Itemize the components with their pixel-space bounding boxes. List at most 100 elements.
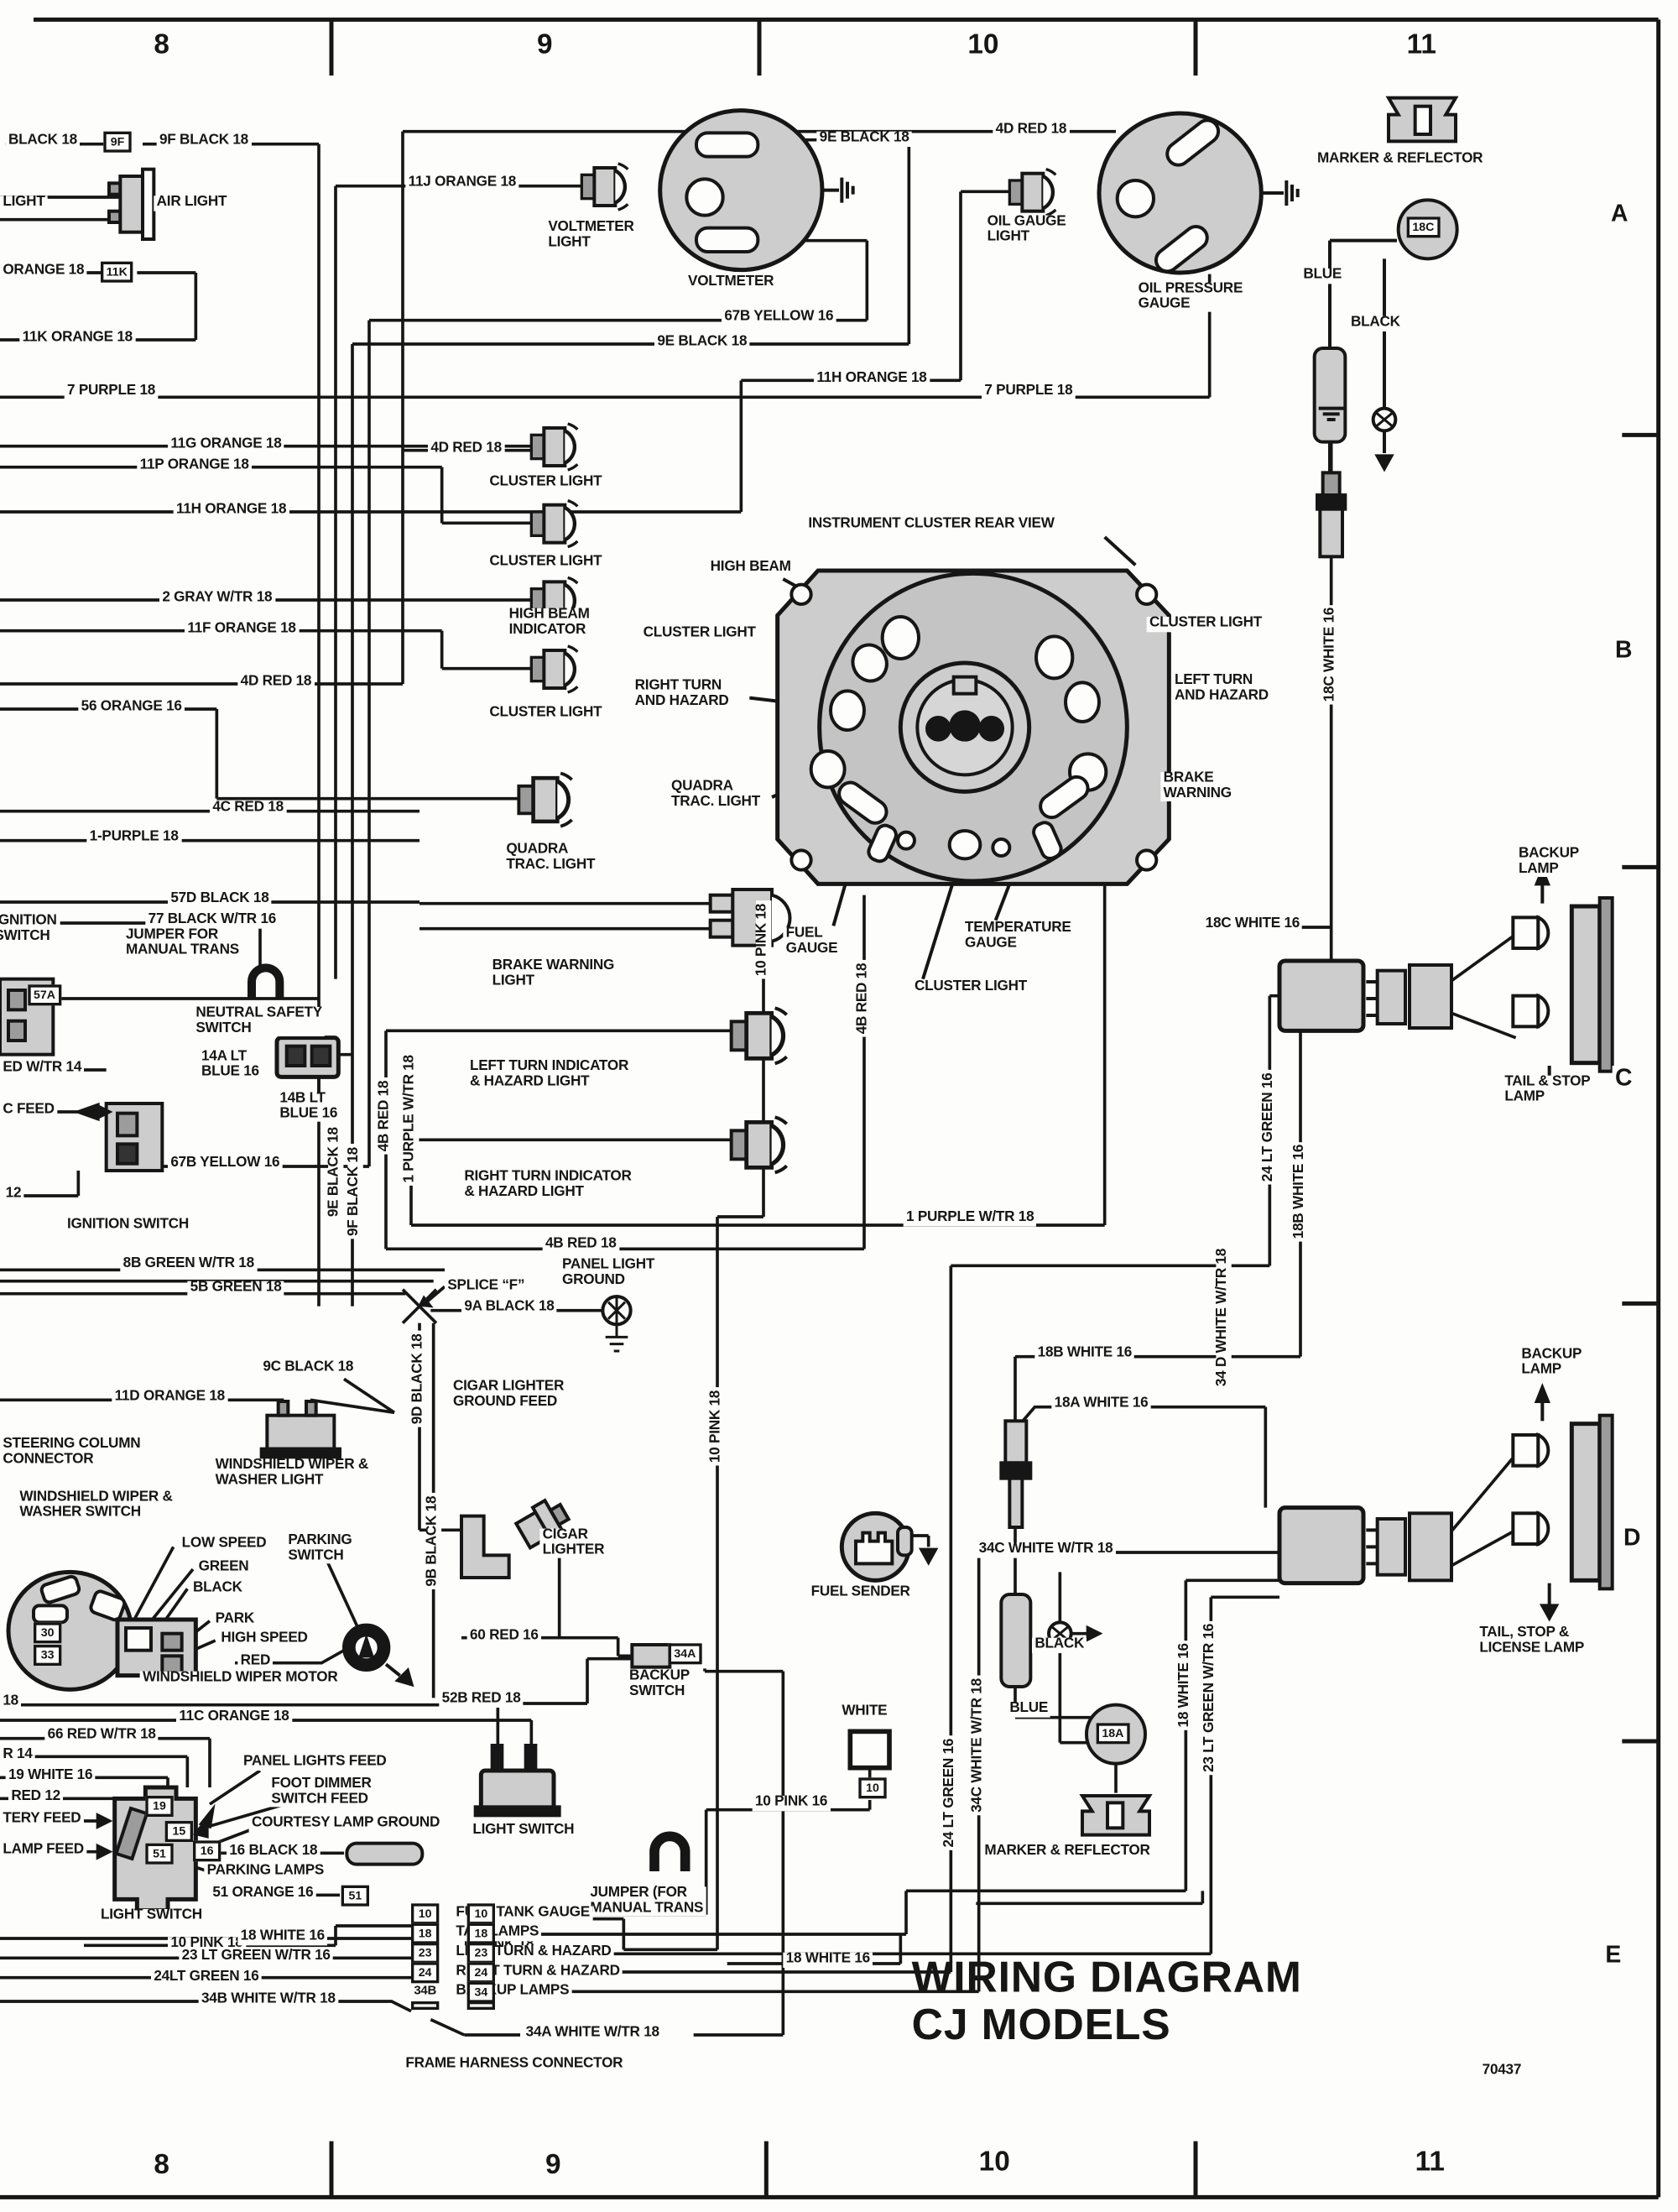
wire-77-black-wtr-16: 77 BLACK W/TR 16 [145,912,279,929]
white-connector [847,1729,892,1771]
wire-7-purple-18-right: 7 PURPLE 18 [982,383,1076,400]
wire-66-red-wtr-18: 66 RED W/TR 18 [44,1728,159,1744]
cluster-light-label-cr: CLUSTER LIGHT [1146,616,1265,632]
diagram-title-line1: WIRING DIAGRAM [911,1952,1302,2002]
tag-frame-r-10: 10 [466,1903,496,1924]
wire-18c-white-16-h: 18C WHITE 16 [1202,916,1303,933]
light-switch-label-left: LIGHT SWITCH [97,1908,206,1924]
frame-tag-34b: 34B [411,1984,440,1998]
parking-switch-label: PARKING SWITCH [285,1533,355,1565]
vlabel-4b-red-18-upper: 4B RED 18 [855,960,872,1037]
vlabel-9b-black-18: 9B BLACK 18 [425,1493,441,1589]
ignition-switch-label-low: IGNITION SWITCH [64,1217,192,1234]
marker-reflector-label-top: MARKER & REFLECTOR [1314,151,1486,168]
tag-16: 16 [193,1840,221,1861]
fusible-link-16 [345,1841,425,1866]
instrument-cluster-title: INSTRUMENT CLUSTER REAR VIEW [805,516,1058,533]
wire-11j-orange-18: 11J ORANGE 18 [405,175,519,191]
grid-row-letter-C: C [1612,1066,1635,1091]
wire-24lt-green-16-row: 24LT GREEN 16 [151,1969,262,1986]
grid-number-bottom-10: 10 [976,2148,1014,2178]
splice-f-label: SPLICE “F” [445,1279,528,1295]
grid-number-bottom-9: 9 [542,2151,564,2180]
vlabel-18b-white-16-c: 18B WHITE 16 [1291,1141,1308,1242]
wire-white-d: WHITE [839,1703,890,1720]
wire-34b-white-wtr-18-row: 34B WHITE W/TR 18 [198,1992,339,2008]
vlabel-10-pink-18-upper: 10 PINK 18 [754,900,771,979]
panel-light-ground-icon [601,1295,633,1353]
low-speed-label: LOW SPEED [179,1536,269,1552]
wire-blue-d: BLUE [1007,1701,1051,1718]
wire-19-white-16: 19 WHITE 16 [5,1768,96,1785]
wire-lamp-feed-cut: LAMP FEED [0,1842,87,1859]
cluster-light-label-3: CLUSTER LIGHT [487,705,605,722]
grid-number-top-9: 9 [534,30,555,60]
grid-number-top-10: 10 [965,30,1002,60]
tag-51-wire: 51 [341,1885,370,1906]
tail-stop-lamp-label: TAIL & STOP LAMP [1502,1074,1593,1106]
wire-9e-black-18-top: 9E BLACK 18 [816,130,912,147]
cluster-light-label-1: CLUSTER LIGHT [487,474,605,491]
wire-7-purple-18-left: 7 PURPLE 18 [64,383,159,400]
tag-18a: 18A [1096,1723,1129,1744]
wire-2-gray-wtr-18: 2 GRAY W/TR 18 [159,591,275,607]
blue-cable-d [999,1593,1033,1689]
wiper-switch-component [115,1617,198,1678]
wire-18-white-16-mid: 18 WHITE 16 [783,1951,873,1968]
vlabel-9f-black-18: 9F BLACK 18 [347,1144,363,1239]
wire-r-14-cut: R 14 [0,1747,35,1764]
voltmeter-gauge [658,108,840,273]
backup-switch-label: BACKUP SWITCH [626,1668,693,1700]
oil-gauge-light-label: OIL GAUGE LIGHT [984,214,1069,246]
wire-black-18: BLACK 18 [5,133,81,149]
rear-connector-c [1277,958,1454,1033]
quadra-trac-light-label: QUADRA TRAC. LIGHT [503,842,598,874]
panel-lights-feed-label: PANEL LIGHTS FEED [240,1754,389,1771]
wire-18a-white-16: 18A WHITE 16 [1051,1396,1151,1412]
tag-9f: 9F [103,131,132,152]
grid-row-letter-E: E [1602,1943,1624,1968]
cluster-light-label-cl: CLUSTER LIGHT [640,625,759,642]
wire-4d-red-18-c: 4D RED 18 [237,675,315,691]
tag-11k: 11K [101,261,133,282]
tag-51-switch: 51 [145,1843,174,1864]
panel-light-ground-label: PANEL LIGHT GROUND [559,1257,658,1289]
fuel-gauge-label: FUEL GAUGE [783,926,841,957]
marker-reflector-label-bottom: MARKER & REFLECTOR [982,1844,1153,1860]
cluster-light-label-2: CLUSTER LIGHT [487,554,605,571]
jumper-icon-bottom [649,1831,690,1872]
wire-56-orange-16: 56 ORANGE 16 [78,700,185,716]
brake-warning-label: BRAKE WARNING [1160,770,1235,802]
temperature-gauge-label: TEMPERATURE GAUGE [961,921,1074,952]
bullet-connector-18c [1316,471,1347,559]
vlabel-18-white-16-d: 18 WHITE 16 [1177,1640,1194,1730]
wire-9f-black-18: 9F BLACK 18 [156,133,252,149]
diagram-title-line2: CJ MODELS [911,2000,1171,2049]
tag-frame-l-18: 18 [411,1922,440,1943]
wire-18-white-16-row: 18 WHITE 16 [237,1929,328,1945]
vlabel-4b-red-18-left: 4B RED 18 [377,1077,393,1155]
wire-11c-orange-18: 11C ORANGE 18 [176,1709,292,1726]
grid-number-bottom-11: 11 [1412,2148,1448,2178]
vlabel-9e-black-18: 9E BLACK 18 [326,1124,343,1220]
ignition-switch-label-top: IGNITION SWITCH [0,913,60,945]
wire-14b-lt-blue-16: 14B LT BLUE 16 [277,1091,341,1123]
page-border [0,17,1661,2199]
wire-11g-orange-18: 11G ORANGE 18 [168,436,284,453]
wire-11h-orange-18-a: 11H ORANGE 18 [814,371,930,388]
wire-10-pink-16: 10 PINK 16 [752,1795,831,1811]
vlabel-34c-white-wtr-18-e: 34C WHITE W/TR 18 [970,1675,987,1816]
wire-5b-green-18: 5B GREEN 18 [187,1280,284,1296]
tag-33: 33 [34,1645,62,1666]
wire-1-purple-wtr-18-h: 1 PURPLE W/TR 18 [903,1210,1037,1227]
tag-10-white: 10 [858,1777,887,1798]
black-label-wiper: BLACK [190,1581,246,1597]
wire-10-pink-18-left: 10 PINK 18 [168,1936,246,1953]
tag-frame-r-empty [466,2001,496,2011]
high-speed-label: HIGH SPEED [218,1631,311,1647]
backup-switch-component [630,1643,672,1669]
light-switch-right-component [473,1744,561,1818]
left-turn-hazard-label: LEFT TURN AND HAZARD [1171,673,1272,705]
wire-4d-red-18-b: 4D RED 18 [428,441,505,457]
wire-red-12: RED 12 [8,1789,64,1806]
